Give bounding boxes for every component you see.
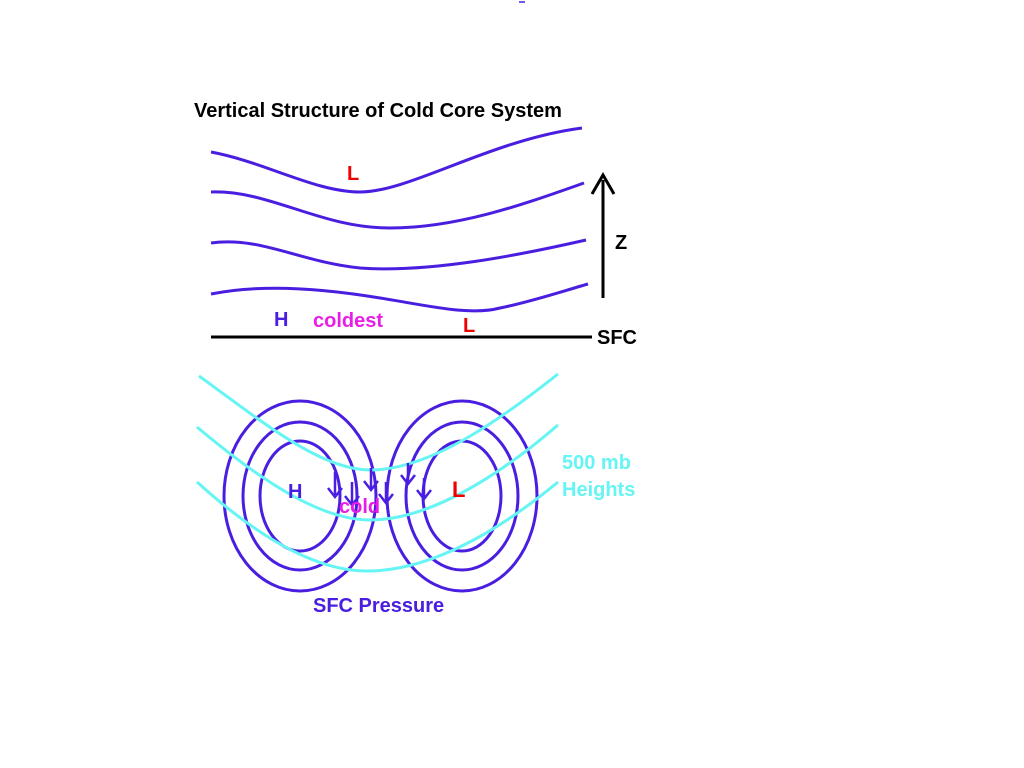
pressure-surface-2	[210, 181, 585, 230]
height-contours	[195, 372, 559, 573]
coldest-label: coldest	[313, 310, 383, 332]
flow-arrows	[327, 463, 432, 508]
height-contour-3	[195, 480, 559, 573]
flow-arrow-icon	[400, 463, 416, 487]
pressure-surface-3	[210, 238, 587, 271]
high-isobar-inner	[258, 439, 342, 553]
lower-high-label: H	[288, 481, 302, 503]
arrow-head-icon	[590, 172, 616, 195]
heights-label-line1: 500 mb	[562, 452, 631, 474]
sfc-pressure-label: SFC Pressure	[313, 595, 444, 617]
high-isobar-middle	[241, 420, 359, 572]
flow-arrow-icon	[416, 478, 432, 502]
surface-low-label: L	[463, 315, 475, 337]
pressure-surface-1	[210, 126, 583, 194]
flow-arrow-icon	[344, 482, 360, 508]
height-contour-2	[196, 423, 559, 522]
flow-arrow-icon	[327, 472, 343, 500]
z-label: Z	[615, 232, 627, 254]
diagram-title: Vertical Structure of Cold Core System	[194, 100, 562, 122]
surface-isobars	[222, 399, 539, 593]
sfc-label: SFC	[597, 327, 637, 349]
flow-arrow-icon	[363, 468, 379, 493]
heights-label-line2: Heights	[562, 479, 635, 501]
low-isobar-middle	[404, 420, 520, 572]
upper-panel	[210, 126, 589, 313]
cold-label: cold	[339, 496, 380, 518]
high-isobar-outer	[222, 399, 378, 593]
surface-high-label: H	[274, 309, 288, 331]
pressure-surface-4	[210, 282, 589, 313]
upper-low-label: L	[347, 163, 359, 185]
flow-arrow-icon	[378, 482, 394, 506]
lower-low-label: L	[452, 477, 465, 502]
height-arrow	[590, 172, 616, 298]
